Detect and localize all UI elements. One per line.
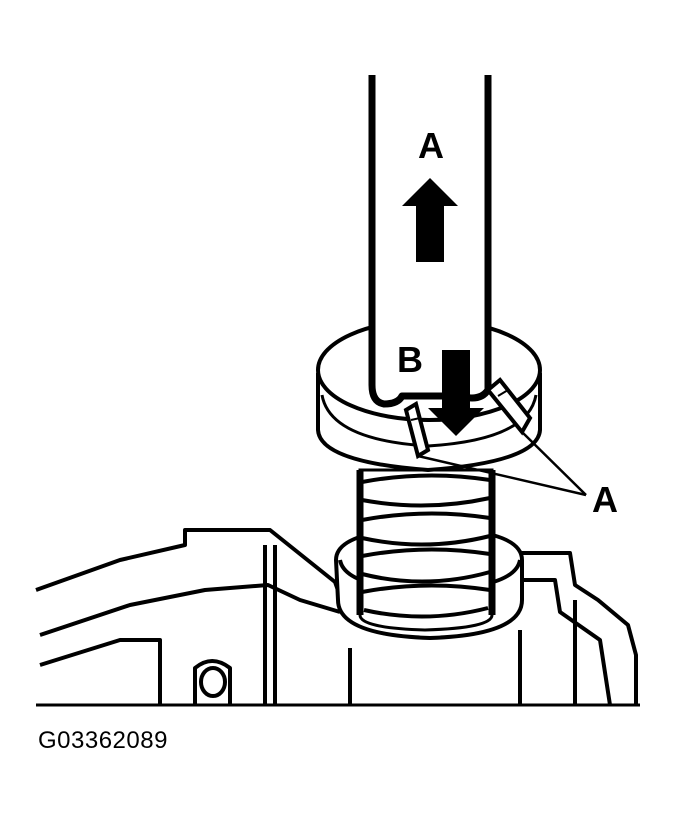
figure-id: G03362089 bbox=[38, 727, 168, 754]
retaining-clip-left bbox=[403, 400, 431, 460]
label-b-push: B bbox=[397, 339, 423, 380]
retaining-clip-right bbox=[485, 377, 533, 436]
leader-lines bbox=[417, 431, 587, 497]
arrow-down-icon bbox=[428, 350, 484, 436]
housing bbox=[35, 528, 638, 706]
arrow-up-icon bbox=[402, 178, 458, 262]
label-a-clips: A bbox=[592, 479, 618, 520]
coil-spring bbox=[356, 468, 496, 632]
label-a-pull: A bbox=[418, 125, 444, 166]
